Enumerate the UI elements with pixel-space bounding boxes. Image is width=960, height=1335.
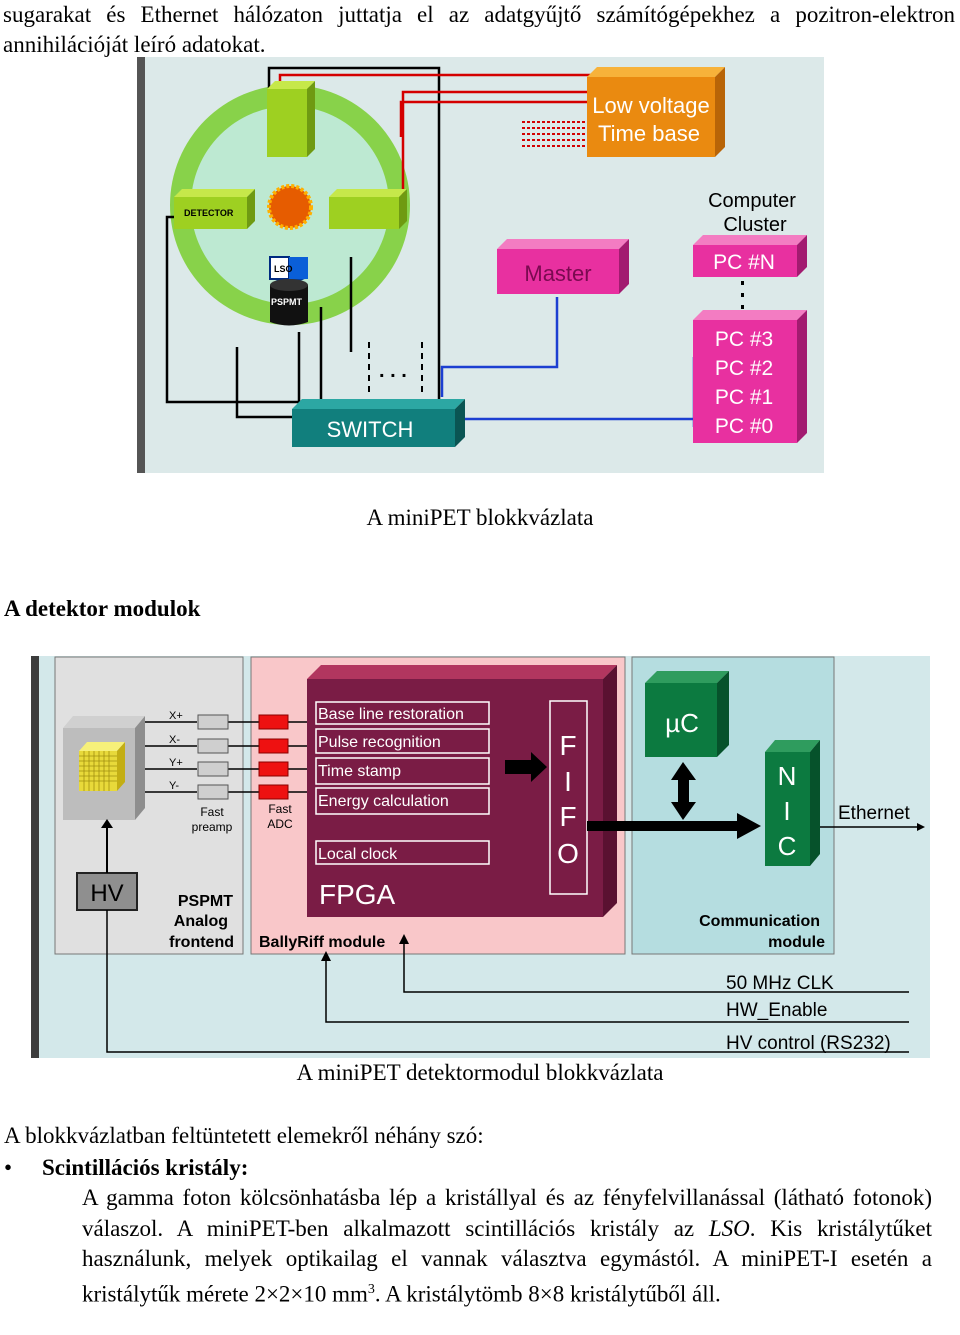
clk-label: 50 MHz CLK [726,973,834,994]
nic-n: N [778,761,797,791]
hvctrl-label: HV control (RS232) [726,1033,891,1054]
preamp-blocks [197,714,229,800]
lso-pspmt-detector: LSO PSPMT [269,256,308,326]
bullet-title: Scintillációs kristály: [42,1155,249,1180]
low-voltage-time-base-box: Low voltage Time base [587,67,725,157]
pulse-label: Pulse recognition [318,734,441,751]
computer-label: Computer [708,190,796,212]
pc-1-label: PC #1 [715,386,773,409]
xplus-label: X+ [169,710,183,722]
switch-label: SWITCH [327,417,414,442]
communication-label-1: Communication [699,913,820,930]
energy-label: Energy calculation [318,793,449,810]
section-title: A detektor modulok [4,596,201,621]
bullet-body-sup: 3 [367,1281,375,1297]
baseline-label: Base line restoration [318,706,464,723]
figure-1-caption: A miniPET blokkvázlata [366,505,594,530]
pc-ellipsis [741,281,744,309]
pspmt-label: PSPMT [271,297,303,307]
fpga-fifo-arrow [505,752,547,782]
master-box: Master [497,239,629,294]
switch-dots: . . . [379,360,407,382]
fifo-box [549,700,588,895]
xminus-label: X- [169,734,180,746]
pc-2-label: PC #2 [715,357,773,380]
bullet-body: A gamma foton kölcsönhatásba lép a krist… [82,1183,932,1310]
detector-label: DETECTOR [184,208,234,218]
uc-double-arrow [671,762,696,820]
pc-3-label: PC #3 [715,328,773,351]
yplus-label: Y+ [169,757,183,769]
switch-box: SWITCH [292,399,465,447]
fpga-sub-blocks [315,701,490,865]
pc-stack-box: PC #3 PC #2 PC #1 PC #0 [693,310,807,443]
ethernet-label: Ethernet [838,803,911,824]
uc-label: µC [665,708,699,738]
list-intro: A blokkvázlatban feltüntetett elemekről … [4,1123,484,1148]
nic-i: I [783,796,790,826]
localclock-label: Local clock [318,846,398,863]
fast-adc-label-2: ADC [267,817,293,831]
pc-n-box: PC #N [693,235,807,277]
lso-label: LSO [274,264,293,274]
bullet-marker: • [4,1155,13,1180]
communication-label-2: module [768,934,825,951]
module-detector: DETECTOR [174,189,255,229]
ballyriff-label: BallyRiff module [259,934,385,951]
fast-preamp-label-1: Fast [200,805,224,819]
hwen-label: HW_Enable [726,1000,827,1021]
fifo-f2: F [559,801,576,832]
pc-0-label: PC #0 [715,415,773,438]
fifo-nic-arrow [587,813,761,839]
hv-label: HV [90,880,123,907]
intro-paragraph: sugarakat és Ethernet hálózaton juttatja… [3,2,955,57]
bullet-body-part-3: . A kristálytömb 8×8 kristálytűből áll. [374,1281,721,1307]
fast-preamp-label-2: preamp [192,820,233,834]
master-label: Master [524,261,591,286]
adc-blocks [258,714,289,800]
figure-2-caption: A miniPET detektormodul blokkvázlata [296,1060,664,1085]
detector-module-block-diagram: X+ X- Y+ Y- Fast preamp Fast ADC HV PSPM… [31,656,930,1058]
nic-block: N I C [765,740,820,866]
module-top [267,81,315,157]
module-right [329,189,407,229]
bullet-body-lso: LSO [708,1215,750,1241]
positron-source [267,184,313,230]
pspmt-frontend-label-1: PSPMT [178,893,233,910]
fifo-f1: F [559,730,576,761]
pspmt-frontend-label-2: Analog [174,913,228,930]
minipet-block-diagram: . . . DETECTOR LSO PSPMT Low volt [137,57,824,473]
crystal-block [63,716,145,820]
fifo-i: I [564,766,572,797]
hv-box [76,872,138,911]
cluster-label: Cluster [723,214,787,236]
time-base-pins [522,121,586,147]
bullet-body-part-1: A gamma foton kölcsönhatásba lép a krist… [82,1185,932,1241]
pc-n-label: PC #N [713,251,775,274]
timestamp-label: Time stamp [318,763,401,780]
yminus-label: Y- [169,780,179,792]
low-voltage-label: Low voltage [592,93,709,118]
pspmt-frontend-label-3: frontend [169,934,234,951]
time-base-label: Time base [598,121,700,146]
bullet-body-part-2: . Kis kristálytűket használunk, melyek o… [82,1215,932,1307]
uc-block: µC [645,671,729,757]
fpga-label: FPGA [319,879,396,910]
nic-c: C [778,831,797,861]
fast-adc-label-1: Fast [268,802,292,816]
fifo-o: O [557,838,579,869]
